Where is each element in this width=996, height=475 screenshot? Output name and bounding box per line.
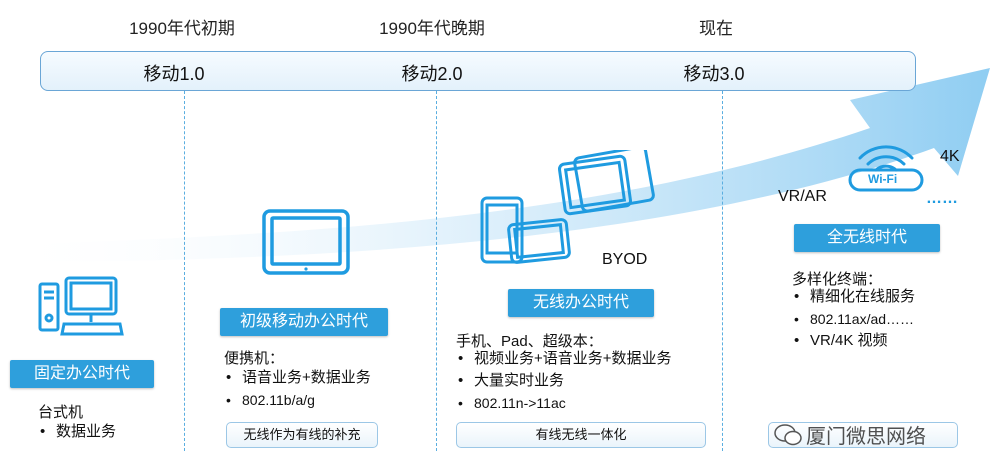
stage-title-wireless-office: 无线办公时代 bbox=[508, 289, 654, 317]
tablets-icon bbox=[480, 150, 655, 264]
more-tag: …… bbox=[926, 190, 958, 207]
phase-mobile-1: 移动1.0 bbox=[143, 64, 205, 84]
divider-3 bbox=[722, 91, 723, 451]
stage1-bullet: 数据业务 bbox=[38, 421, 116, 443]
stage4-bullet: VR/4K 视频 bbox=[792, 330, 915, 352]
tablet-icon bbox=[262, 209, 350, 275]
stage-title-early-mobile-office: 初级移动办公时代 bbox=[220, 308, 388, 336]
stage3-bullets: 视频业务+语音业务+数据业务 大量实时业务 802.11n->11ac bbox=[456, 348, 672, 414]
era-label-late-1990s: 1990年代晚期 bbox=[379, 19, 485, 38]
stage3-bullet: 大量实时业务 bbox=[456, 370, 672, 392]
stage1-bullets: 数据业务 bbox=[38, 421, 116, 443]
era-label-now: 现在 bbox=[699, 19, 733, 38]
wifi-label: Wi-Fi bbox=[868, 172, 898, 186]
vr-ar-tag: VR/AR bbox=[778, 188, 827, 205]
stage-title-fixed-office: 固定办公时代 bbox=[10, 360, 154, 388]
byod-tag: BYOD bbox=[602, 251, 648, 268]
stage2-bullet: 语音业务+数据业务 bbox=[224, 367, 371, 389]
stage3-heading: 手机、Pad、超级本： bbox=[456, 333, 603, 350]
desktop-computer-icon bbox=[38, 276, 124, 336]
stage3-note: 有线无线一体化 bbox=[456, 422, 706, 448]
divider-1 bbox=[184, 91, 185, 451]
stage4-bullet: 精细化在线服务 bbox=[792, 286, 915, 308]
stage4-bullet: 802.11ax/ad…… bbox=[792, 308, 915, 330]
phase-mobile-3: 移动3.0 bbox=[683, 64, 745, 84]
stage1-heading: 台式机 bbox=[38, 404, 84, 421]
stage2-note: 无线作为有线的补充 bbox=[226, 422, 378, 448]
phase-bar bbox=[40, 51, 916, 91]
stage2-heading: 便携机： bbox=[224, 350, 285, 367]
4k-tag: 4K bbox=[940, 148, 960, 165]
stage4-bullets: 精细化在线服务 802.11ax/ad…… VR/4K 视频 bbox=[792, 286, 915, 352]
stage3-bullet: 视频业务+语音业务+数据业务 bbox=[456, 348, 672, 370]
era-label-early-1990s: 1990年代初期 bbox=[129, 19, 235, 38]
wechat-icon bbox=[774, 424, 802, 446]
divider-2 bbox=[436, 91, 437, 451]
stage-title-all-wireless: 全无线时代 bbox=[794, 224, 940, 252]
stage2-bullet: 802.11b/a/g bbox=[224, 389, 371, 411]
stage3-bullet: 802.11n->11ac bbox=[456, 392, 672, 414]
stage4-heading: 多样化终端： bbox=[792, 271, 883, 288]
phase-mobile-2: 移动2.0 bbox=[401, 64, 463, 84]
wifi-icon bbox=[848, 145, 924, 192]
stage2-bullets: 语音业务+数据业务 802.11b/a/g bbox=[224, 367, 371, 411]
watermark: 厦门微思网络 bbox=[806, 426, 926, 448]
